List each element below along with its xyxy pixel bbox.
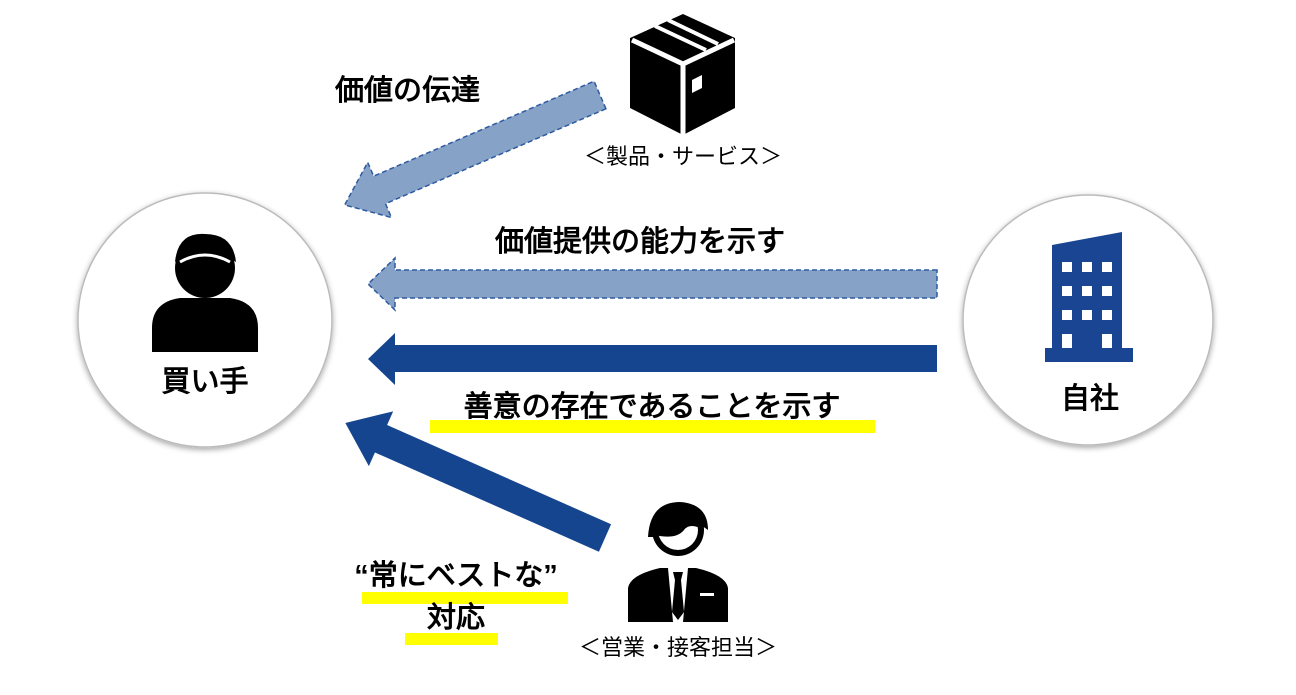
building-icon — [1045, 232, 1133, 362]
best-response-label-1: “常にベストな” — [354, 560, 558, 592]
goodwill-highlight — [430, 420, 875, 433]
product-label: ＜製品・サービス＞ — [583, 144, 783, 169]
goodwill-arrow — [368, 333, 937, 385]
value-delivery-arrow — [343, 80, 607, 219]
best-response-highlight-1 — [362, 592, 568, 604]
person-icon — [152, 233, 258, 352]
businessman-icon — [628, 502, 728, 622]
value-delivery-label: 価値の伝達 — [335, 75, 481, 107]
best-response-highlight-2 — [405, 633, 498, 645]
box-icon — [630, 14, 736, 135]
sales-label: ＜営業・接客担当＞ — [578, 635, 778, 660]
capability-arrow — [366, 256, 938, 312]
company-label: 自社 — [1060, 383, 1120, 415]
goodwill-label: 善意の存在であることを示す — [463, 391, 841, 423]
capability-label: 価値提供の能力を示す — [494, 226, 786, 258]
buyer-label: 買い手 — [161, 366, 249, 398]
best-response-label-2: 対応 — [426, 602, 486, 634]
best-response-arrow — [345, 411, 612, 552]
